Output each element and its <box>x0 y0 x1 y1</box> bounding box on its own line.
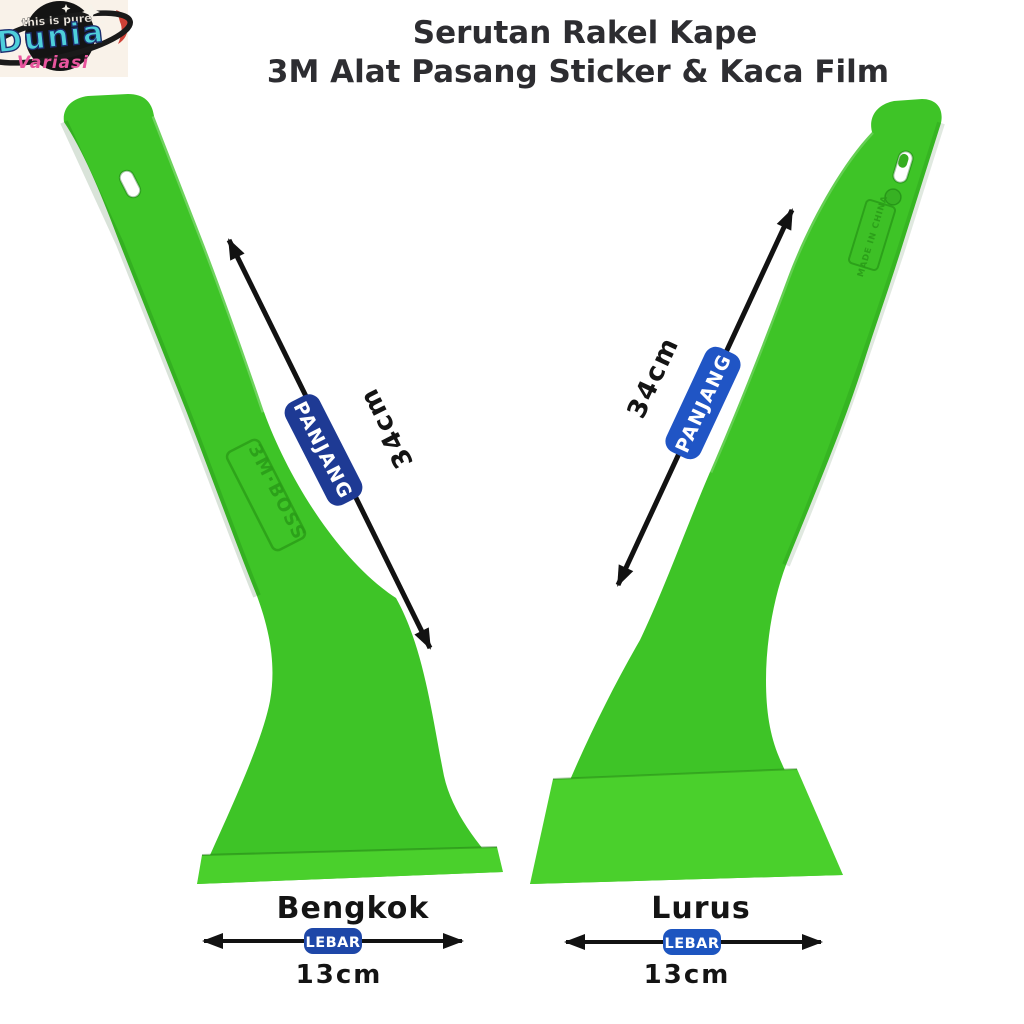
length-value-right: 34cm <box>622 332 686 423</box>
lebar-badge-right-bg <box>663 929 721 955</box>
bengkok-blade-bevel <box>197 847 503 884</box>
squeegee-bengkok: 3M·BOSS <box>60 94 504 884</box>
bengkok-bevel-line <box>201 846 498 856</box>
brand-logo: this is pure Dunia Variasi <box>0 0 133 77</box>
page-title-line1: Serutan Rakel Kape <box>413 15 757 51</box>
lurus-emboss-frame <box>848 199 896 271</box>
planet-ring-icon <box>0 10 133 66</box>
page-title-line2: 3M Alat Pasang Sticker & Kaca Film <box>267 54 889 90</box>
lurus-blade-bevel <box>530 769 843 884</box>
squeegee-lurus: MADE IN CHINA <box>530 99 945 884</box>
lebar-badge-left: LEBAR <box>304 928 362 954</box>
width-value-right: 13cm <box>644 960 731 990</box>
sparkle-small-icon <box>61 4 71 13</box>
tool-name-bengkok: Bengkok <box>277 891 430 926</box>
lurus-dimple <box>884 188 902 206</box>
panjang-badge-left-bg <box>284 394 363 506</box>
tool-name-lurus: Lurus <box>651 891 750 926</box>
lurus-bevel-line <box>552 768 798 780</box>
bengkok-hang-hole <box>118 169 142 199</box>
lebar-badge-left-text: LEBAR <box>305 935 360 951</box>
lurus-hole-tab <box>898 153 909 168</box>
sparkle-icon <box>82 3 100 21</box>
panjang-badge-right-bg <box>665 346 741 460</box>
length-value-left: 34cm <box>354 382 420 473</box>
width-value-left: 13cm <box>296 960 383 990</box>
lebar-badge-right-text: LEBAR <box>664 936 719 952</box>
sparkle-dot-icon <box>101 20 105 24</box>
lebar-badge-right: LEBAR <box>663 929 721 955</box>
lurus-shadow-edge <box>782 121 945 567</box>
logo-subbrand-text: Variasi <box>17 53 89 73</box>
lebar-badge-left-bg <box>304 928 362 954</box>
logo-tagline: this is pure <box>21 12 92 30</box>
